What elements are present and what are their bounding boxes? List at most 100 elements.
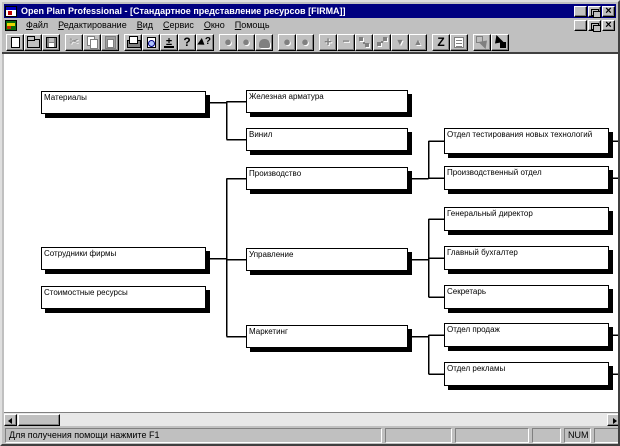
tool-link-b-icon [376, 36, 388, 48]
restore-button[interactable] [588, 5, 601, 18]
collapse-minus-button[interactable] [337, 33, 355, 51]
collapse-minus-icon [340, 36, 352, 48]
status-panel [385, 428, 452, 443]
node-secretary[interactable]: Секретарь [444, 285, 609, 309]
zoom-in-icon [494, 36, 506, 48]
menu-items: Файл Редактирование Вид Сервис Окно Помощь [21, 19, 275, 31]
zoom-out-button[interactable] [473, 33, 491, 51]
node-ads[interactable]: Отдел рекламы [444, 362, 609, 386]
tool-link-b-button[interactable] [373, 33, 391, 51]
menu-item-5[interactable]: Окно [203, 20, 225, 30]
window-controls [574, 5, 615, 18]
print-preview-button[interactable] [142, 33, 160, 51]
notes-button[interactable] [450, 33, 468, 51]
connector-management [408, 218, 444, 298]
node-label: Винил [249, 130, 273, 139]
node-label: Секретарь [447, 287, 486, 296]
sort-z-icon [435, 36, 447, 48]
expand-plus-button[interactable] [319, 33, 337, 51]
node-ceo[interactable]: Генеральный директор [444, 207, 609, 231]
minimize-button[interactable] [574, 5, 587, 17]
menu-bar: Файл Редактирование Вид Сервис Окно Помощь [4, 18, 616, 32]
node-label: Производственный отдел [447, 168, 542, 177]
status-panel [594, 428, 618, 443]
title-bar[interactable]: Open Plan Professional - [Стандартное пр… [4, 4, 616, 18]
status-bar: Для получения помощи нажмите F1 NUM [4, 427, 618, 444]
scroll-left-button[interactable] [4, 414, 17, 426]
horizontal-scrollbar[interactable] [4, 412, 618, 426]
new-document-button[interactable] [6, 33, 24, 51]
sort-z-button[interactable] [432, 33, 450, 51]
tool-link-a-button[interactable] [355, 33, 373, 51]
status-panel [455, 428, 529, 443]
tool-circle-a-button[interactable] [219, 33, 237, 51]
node-staff[interactable]: Сотрудники фирмы [41, 247, 206, 270]
mdi-document-icon[interactable] [5, 19, 17, 31]
node-label: Материалы [44, 93, 87, 102]
scrollbar-thumb[interactable] [18, 414, 60, 426]
tool-rounded-button[interactable] [255, 33, 273, 51]
tool-link-a-icon [358, 36, 370, 48]
tool-circle-d-icon [299, 36, 311, 48]
move-down-button[interactable] [391, 33, 409, 51]
menu-item-2[interactable]: Редактирование [58, 20, 127, 30]
scroll-right-button[interactable] [607, 414, 618, 426]
print-icon [127, 36, 141, 48]
paste-button[interactable] [101, 33, 119, 51]
toolbar [2, 32, 618, 54]
cut-button[interactable] [65, 33, 83, 51]
tool-circle-d-button[interactable] [296, 33, 314, 51]
node-proddept[interactable]: Производственный отдел [444, 166, 609, 190]
context-help-button[interactable] [196, 33, 214, 51]
copy-button[interactable] [83, 33, 101, 51]
print-button[interactable] [124, 33, 142, 51]
node-iron[interactable]: Железная арматура [246, 90, 408, 113]
node-vinyl[interactable]: Винил [246, 128, 408, 151]
node-label: Отдел продаж [447, 325, 500, 334]
close-button[interactable] [602, 5, 615, 17]
expand-plus-icon [322, 36, 334, 48]
restore-button[interactable] [588, 19, 601, 32]
help-button[interactable] [178, 33, 196, 51]
open-button[interactable] [24, 33, 42, 51]
node-sales[interactable]: Отдел продаж [444, 323, 609, 347]
app-icon[interactable] [5, 5, 17, 17]
node-testing[interactable]: Отдел тестирования новых технологий [444, 128, 609, 154]
tool-circle-b-icon [240, 36, 252, 48]
cut-icon [68, 36, 80, 48]
paste-icon [104, 36, 116, 49]
tool-circle-b-button[interactable] [237, 33, 255, 51]
context-help-icon [199, 36, 211, 48]
help-icon [181, 36, 193, 48]
menu-item-3[interactable]: Вид [136, 20, 153, 30]
notes-icon [454, 36, 464, 48]
connector-lines [206, 100, 618, 375]
node-cost[interactable]: Стоимостные ресурсы [41, 286, 206, 309]
move-up-button[interactable] [409, 33, 427, 51]
zoom-in-button[interactable] [491, 33, 509, 51]
save-button[interactable] [42, 33, 60, 51]
node-label: Отдел рекламы [447, 364, 506, 373]
node-label: Производство [249, 169, 302, 178]
node-marketing[interactable]: Маркетинг [246, 325, 408, 348]
menu-item-1[interactable]: Файл [26, 20, 49, 30]
node-production[interactable]: Производство [246, 167, 408, 190]
node-label: Отдел тестирования новых технологий [447, 130, 593, 139]
views-button[interactable] [160, 33, 178, 51]
copy-icon [86, 36, 98, 49]
menu-item-4[interactable]: Сервис [163, 20, 194, 30]
minimize-button[interactable] [574, 19, 587, 31]
connector-marketing [408, 334, 444, 375]
close-button[interactable] [602, 19, 615, 31]
connector-offscreen-stubs [613, 140, 618, 375]
node-materials[interactable]: Материалы [41, 91, 206, 114]
menu-item-6[interactable]: Помощь [234, 20, 270, 30]
tool-circle-c-button[interactable] [278, 33, 296, 51]
status-message: Для получения помощи нажмите F1 [5, 428, 382, 443]
node-accountant[interactable]: Главный бухгалтер [444, 246, 609, 270]
node-management[interactable]: Управление [246, 248, 408, 271]
node-label: Генеральный директор [447, 209, 533, 218]
node-label: Железная арматура [249, 92, 324, 101]
